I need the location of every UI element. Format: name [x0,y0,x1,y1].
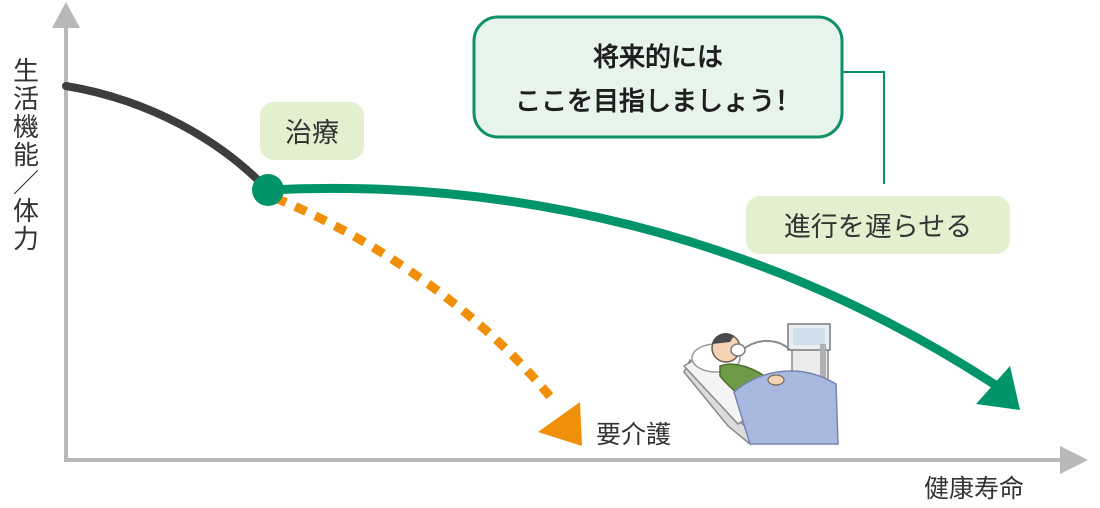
patient-in-bed-with-oxygen-mask-icon [682,323,839,446]
y-axis-arrow [52,2,80,28]
x-axis-arrow [1060,446,1088,474]
decline-curve [62,82,272,194]
axes [52,2,1088,474]
treatment-label: 治療 [260,102,364,160]
treatment-point [252,174,284,206]
slow-progress-label: 進行を遅らせる [746,196,1010,254]
x-axis-label: 健康寿命 [924,474,1024,503]
care-needed-label: 要介護 [596,420,671,449]
treatment-label-text: 治療 [285,118,339,149]
callout-box [472,15,844,139]
callout-line-1: 将来的には [593,42,723,73]
treated-path [263,183,1005,393]
callout: 将来的には ここを目指しましょう！ [472,15,885,184]
slow-progress-label-box [746,196,1010,254]
treated-arrowhead [976,366,1020,410]
callout-connector [840,71,885,184]
untreated-path [273,193,560,407]
untreated-arrowhead [538,402,582,446]
y-axis-label: 生活機能／体力 [12,57,39,255]
treatment-label-box [260,102,364,160]
slow-progress-label-text: 進行を遅らせる [784,212,972,243]
callout-line-2: ここを目指しましょう！ [515,87,801,117]
